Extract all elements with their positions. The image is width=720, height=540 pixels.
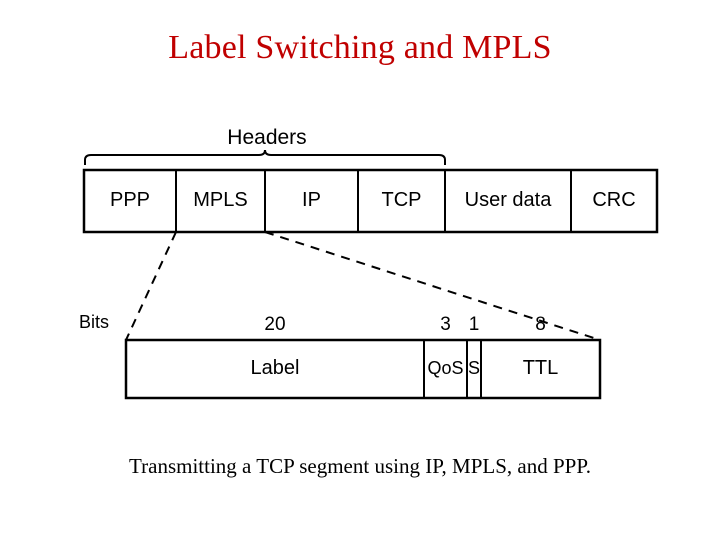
headers-brace-label: Headers [227,126,307,149]
bits-row-label: Bits [79,312,110,332]
bit-width-qos: 3 [440,314,451,335]
mpls-field-ttl: TTL [522,357,559,379]
mpls-header-row-outline [124,338,602,400]
bit-width-label: 20 [264,314,286,335]
page-title: Label Switching and MPLS [168,29,552,66]
frame-cell-ppp: PPP [109,189,151,211]
mpls-field-label: Label [250,357,300,379]
expansion-leader-lines [125,231,601,341]
frame-cell-user-data: User data [464,189,552,211]
bit-width-s: 1 [468,314,480,335]
bit-width-ttl: 8 [535,314,546,335]
frame-row-outline [82,168,659,234]
mpls-right-leader [264,231,601,341]
mpls-header-row-dividers [423,340,482,398]
frame-cell-mpls: MPLS [193,189,248,211]
frame-cell-crc: CRC [592,189,636,211]
mpls-field-s: S [467,358,480,378]
frame-row-dividers [175,170,572,232]
frame-cell-ip: IP [302,189,321,211]
mpls-left-leader [125,231,177,341]
figure-caption: Transmitting a TCP segment using IP, MPL… [129,454,591,478]
mpls-field-qos: QoS [427,358,464,378]
frame-cell-tcp: TCP [381,189,422,211]
headers-brace-icon [84,149,446,165]
